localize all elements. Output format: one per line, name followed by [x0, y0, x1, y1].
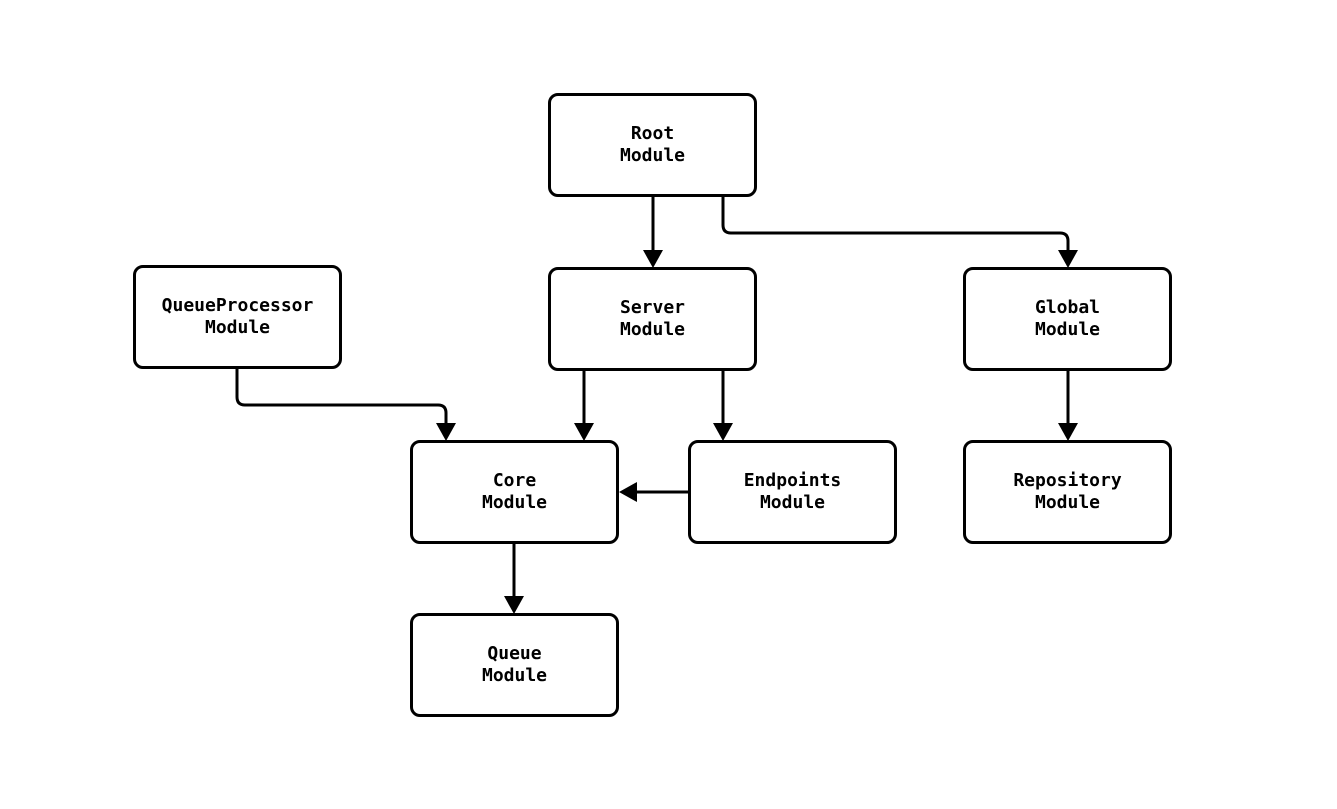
node-label: QueueProcessor Module: [161, 295, 314, 338]
node-repository-module: Repository Module: [963, 440, 1172, 544]
node-label: Server Module: [619, 297, 686, 340]
node-queueprocessor-module: QueueProcessor Module: [133, 265, 342, 369]
node-label: Root Module: [619, 123, 686, 166]
node-label: Endpoints Module: [743, 470, 842, 513]
edge-root-to-global: [721, 197, 1078, 268]
edge-server-to-endpoints: [713, 371, 733, 441]
edge-core-to-queue: [504, 544, 524, 614]
edge-global-to-repository: [1058, 371, 1078, 441]
edge-root-to-server: [643, 197, 663, 268]
node-label: Core Module: [481, 470, 548, 513]
edge-server-to-core: [574, 371, 594, 441]
node-label: Queue Module: [481, 643, 548, 686]
edge-queueprocessor-to-core: [235, 369, 456, 441]
node-label: Repository Module: [1013, 470, 1122, 513]
node-global-module: Global Module: [963, 267, 1172, 371]
node-queue-module: Queue Module: [410, 613, 619, 717]
edge-endpoints-to-core: [619, 482, 688, 502]
node-core-module: Core Module: [410, 440, 619, 544]
node-endpoints-module: Endpoints Module: [688, 440, 897, 544]
node-label: Global Module: [1034, 297, 1101, 340]
node-root-module: Root Module: [548, 93, 757, 197]
node-server-module: Server Module: [548, 267, 757, 371]
